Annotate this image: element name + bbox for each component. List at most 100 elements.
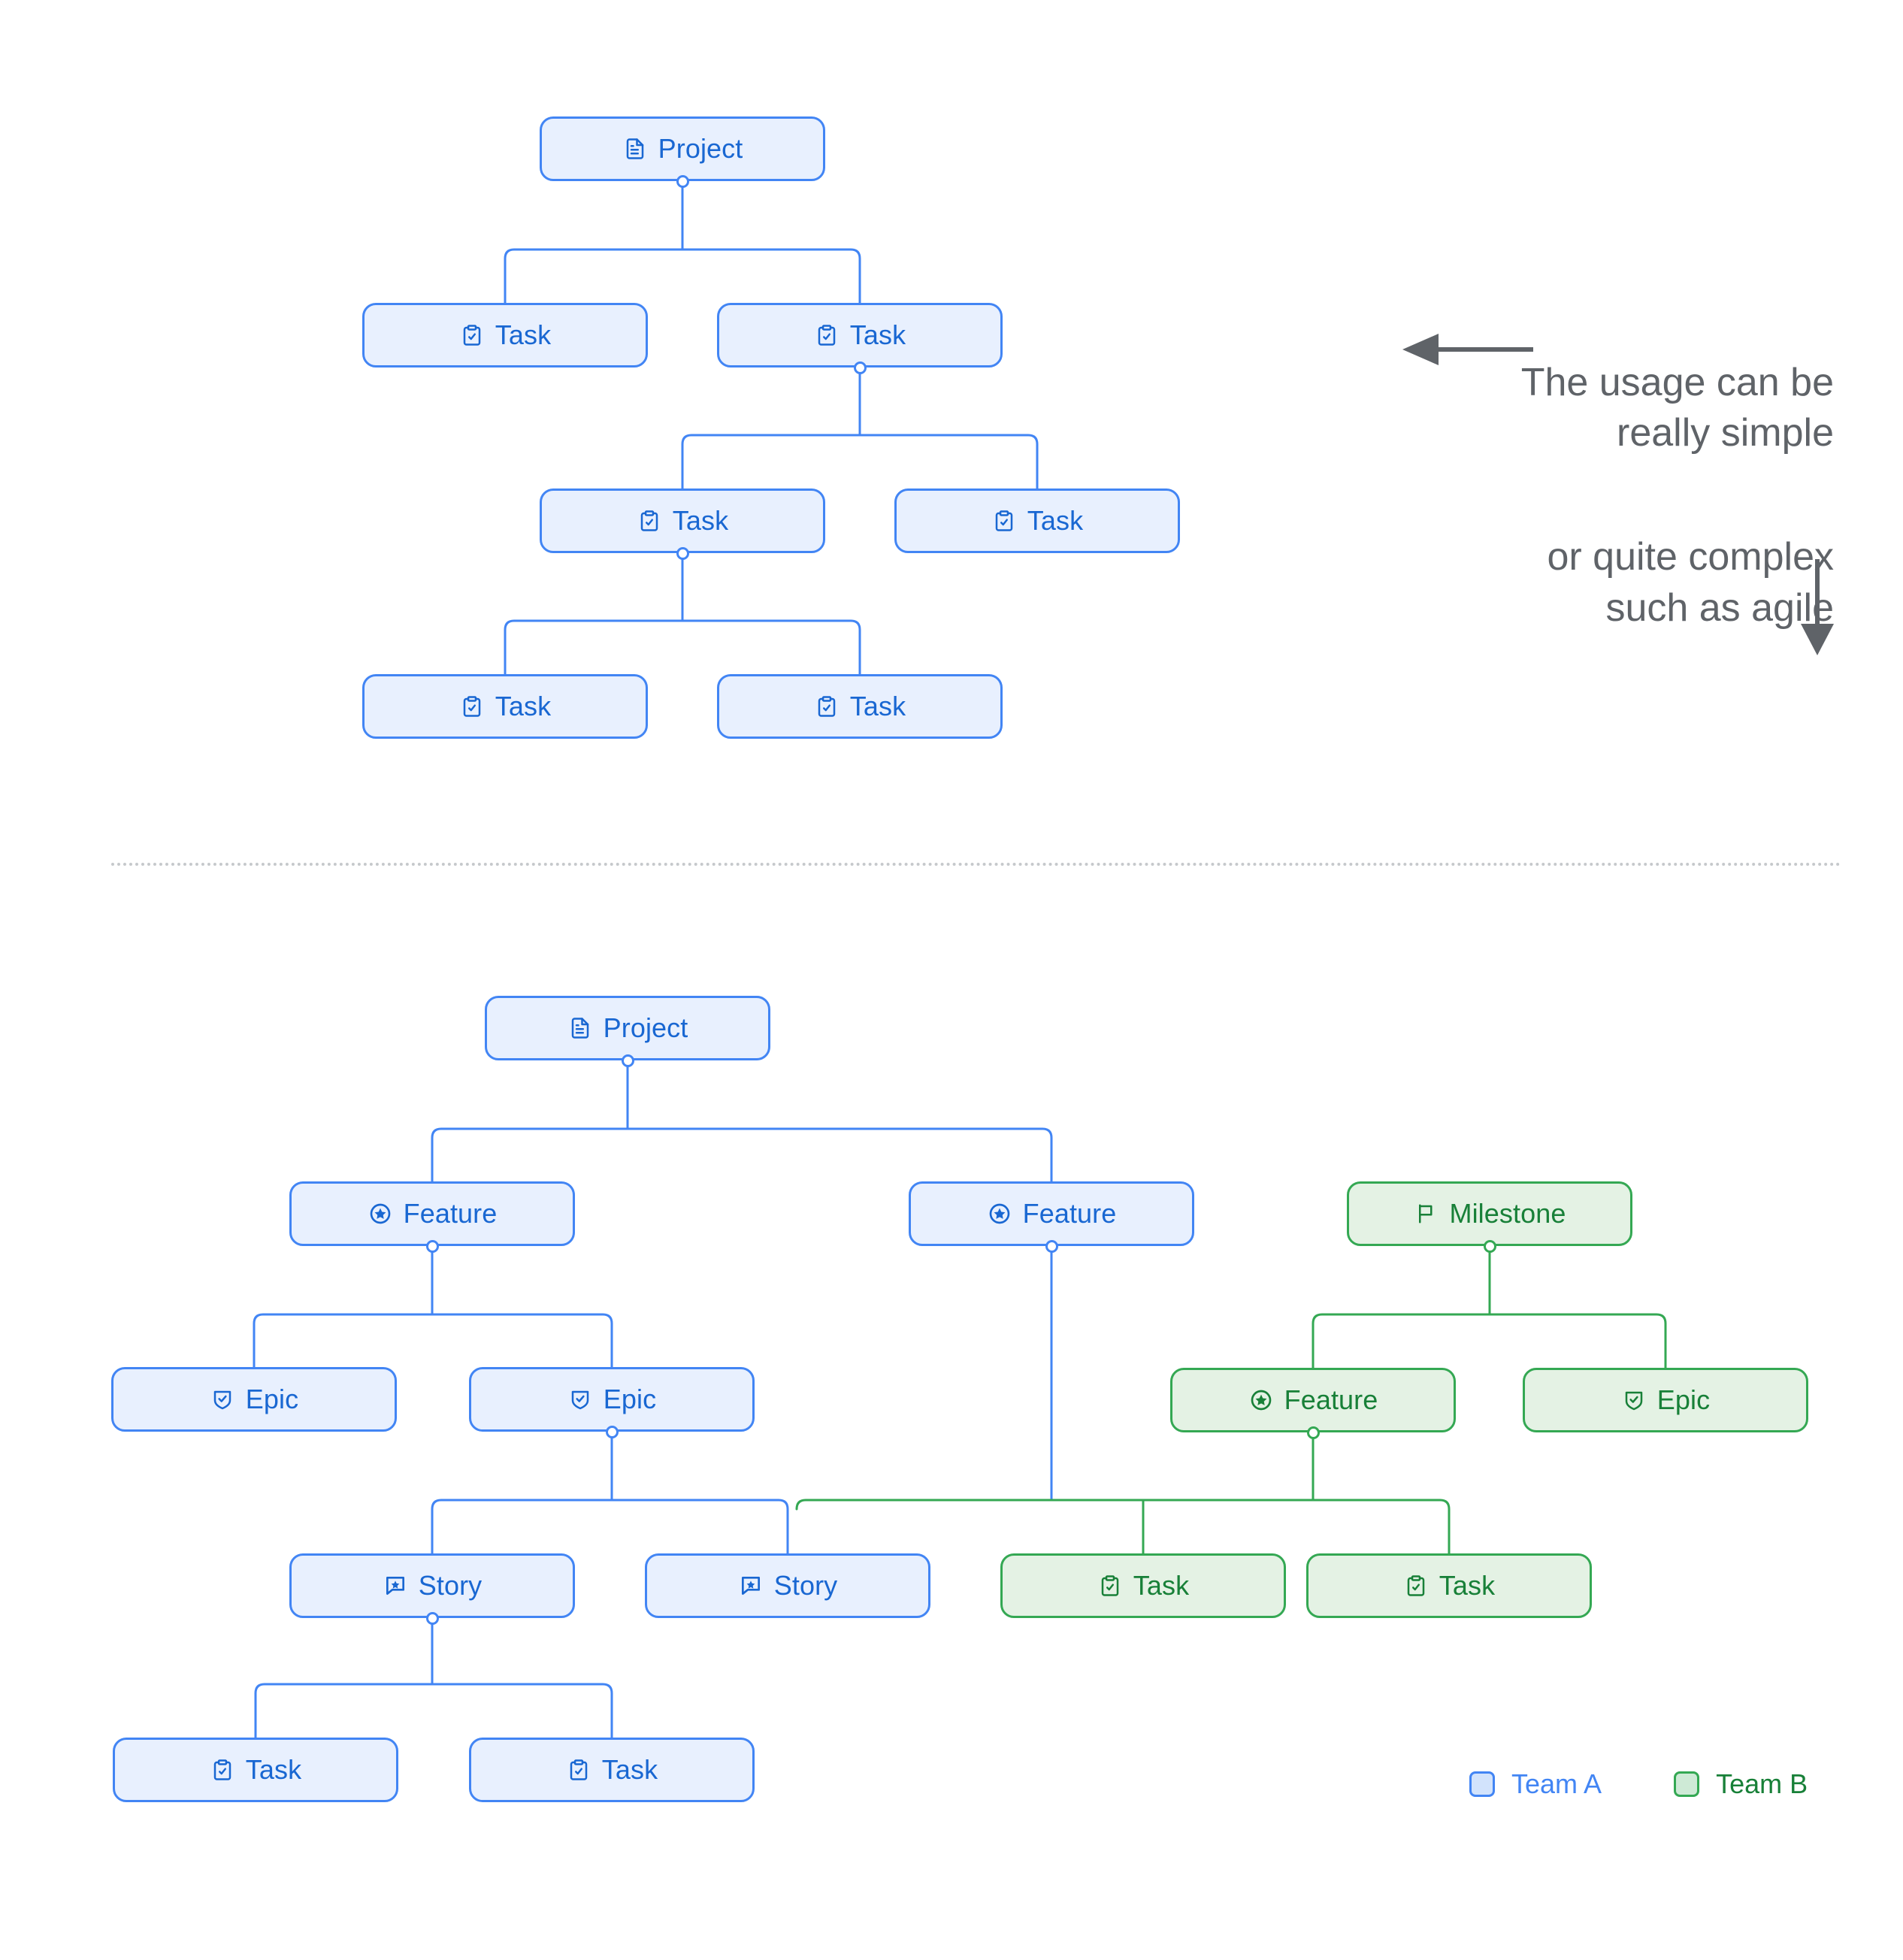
edge-bus-task6 xyxy=(681,619,861,676)
node-label: Epic xyxy=(603,1384,657,1414)
node-epic[interactable]: Epic xyxy=(111,1367,397,1432)
arrow-left-icon xyxy=(1402,334,1533,365)
edge-a-bus-feature2 xyxy=(626,1127,1053,1183)
node-task[interactable]: Task xyxy=(717,303,1003,368)
node-story[interactable]: Story xyxy=(289,1553,575,1618)
edge-a-bus-taskb2 xyxy=(431,1683,613,1739)
node-port xyxy=(1306,1426,1320,1439)
node-label: Task xyxy=(849,691,906,721)
node-task[interactable]: Task xyxy=(113,1738,398,1802)
node-label: Task xyxy=(1133,1570,1190,1601)
node-task[interactable]: Task xyxy=(1000,1553,1286,1618)
clipboard-check-icon xyxy=(814,322,840,348)
clipboard-check-icon xyxy=(459,694,485,719)
node-feature[interactable]: Feature xyxy=(909,1181,1194,1246)
clipboard-check-icon xyxy=(1403,1573,1429,1599)
shield-check-icon xyxy=(210,1387,235,1412)
node-project[interactable]: Project xyxy=(540,116,825,181)
story-bubble-icon xyxy=(383,1573,408,1599)
color-swatch-icon xyxy=(1674,1771,1700,1797)
node-label: Task xyxy=(849,319,906,350)
node-port xyxy=(425,1239,439,1253)
edge-a-bus-epic2 xyxy=(431,1313,613,1369)
annotation-line-1: The usage can be really simple xyxy=(1520,360,1834,455)
annotation-line-2: or quite complex such as agile xyxy=(1547,535,1834,630)
clipboard-check-icon xyxy=(566,1757,591,1783)
clipboard-check-icon xyxy=(210,1757,235,1783)
edge-bus-task2 xyxy=(681,248,861,304)
node-label: Project xyxy=(658,133,743,164)
edge-a-bus-story1 xyxy=(431,1499,613,1555)
node-label: Epic xyxy=(245,1384,299,1414)
node-label: Milestone xyxy=(1449,1198,1566,1229)
legend-label: Team A xyxy=(1511,1768,1602,1799)
story-bubble-icon xyxy=(738,1573,764,1599)
node-label: Feature xyxy=(1284,1384,1378,1415)
annotation-text: The usage can be really simple or quite … xyxy=(1496,307,1834,685)
node-feature[interactable]: Feature xyxy=(289,1181,575,1246)
edge-bus-task3 xyxy=(681,434,861,490)
node-port xyxy=(1045,1239,1058,1253)
node-port xyxy=(605,1425,619,1438)
node-task[interactable]: Task xyxy=(362,303,648,368)
node-label: Feature xyxy=(403,1198,498,1229)
clipboard-check-icon xyxy=(459,322,485,348)
node-task[interactable]: Task xyxy=(717,674,1003,739)
node-port xyxy=(676,546,689,560)
legend-item-team-b[interactable]: Team B xyxy=(1674,1768,1808,1800)
node-story[interactable]: Story xyxy=(645,1553,930,1618)
node-label: Task xyxy=(495,691,552,721)
node-task[interactable]: Task xyxy=(362,674,648,739)
node-port xyxy=(853,361,867,374)
edge-a-bus-taskb1 xyxy=(254,1683,434,1739)
clipboard-check-icon xyxy=(1097,1573,1123,1599)
shield-check-icon xyxy=(567,1387,593,1412)
star-circle-icon xyxy=(987,1201,1012,1227)
document-icon xyxy=(622,136,648,162)
clipboard-check-icon xyxy=(814,694,840,719)
node-label: Task xyxy=(495,319,552,350)
node-label: Task xyxy=(1439,1570,1496,1601)
node-label: Task xyxy=(672,505,729,536)
shield-check-icon xyxy=(1621,1387,1647,1413)
node-epic[interactable]: Epic xyxy=(469,1367,755,1432)
clipboard-check-icon xyxy=(991,508,1017,534)
node-port xyxy=(425,1611,439,1625)
legend-item-team-a[interactable]: Team A xyxy=(1469,1768,1602,1800)
node-label: Task xyxy=(1027,505,1084,536)
node-task[interactable]: Task xyxy=(1306,1553,1592,1618)
node-port xyxy=(676,174,689,188)
node-epic[interactable]: Epic xyxy=(1523,1368,1808,1432)
node-task[interactable]: Task xyxy=(469,1738,755,1802)
node-label: Epic xyxy=(1656,1384,1711,1415)
color-swatch-icon xyxy=(1469,1771,1495,1797)
node-port xyxy=(621,1054,634,1067)
edge-a-bus-epic1 xyxy=(253,1313,434,1369)
edge-a-green-bus xyxy=(795,1499,1451,1555)
node-task[interactable]: Task xyxy=(540,488,825,553)
node-task[interactable]: Task xyxy=(894,488,1180,553)
edge-bus-task4 xyxy=(858,434,1039,490)
node-project[interactable]: Project xyxy=(485,996,770,1060)
node-port xyxy=(1483,1239,1496,1253)
node-feature[interactable]: Feature xyxy=(1170,1368,1456,1432)
star-circle-icon xyxy=(1248,1387,1274,1413)
edge-a-bus-story2 xyxy=(610,1499,789,1555)
document-icon xyxy=(567,1015,593,1041)
clipboard-check-icon xyxy=(637,508,662,534)
node-label: Project xyxy=(603,1012,688,1043)
legend: Team A Team B xyxy=(1469,1768,1808,1800)
node-label: Task xyxy=(245,1754,302,1785)
section-divider xyxy=(111,863,1841,866)
node-milestone[interactable]: Milestone xyxy=(1347,1181,1632,1246)
node-label: Story xyxy=(773,1570,838,1601)
node-label: Feature xyxy=(1022,1198,1117,1229)
node-label: Task xyxy=(601,1754,658,1785)
arrow-down-icon xyxy=(1801,559,1834,655)
edge-bus-task5 xyxy=(504,619,684,676)
legend-label: Team B xyxy=(1716,1768,1808,1799)
edge-a-bus-feature1 xyxy=(431,1127,629,1183)
edge-a-bus-epic3 xyxy=(1488,1313,1667,1369)
